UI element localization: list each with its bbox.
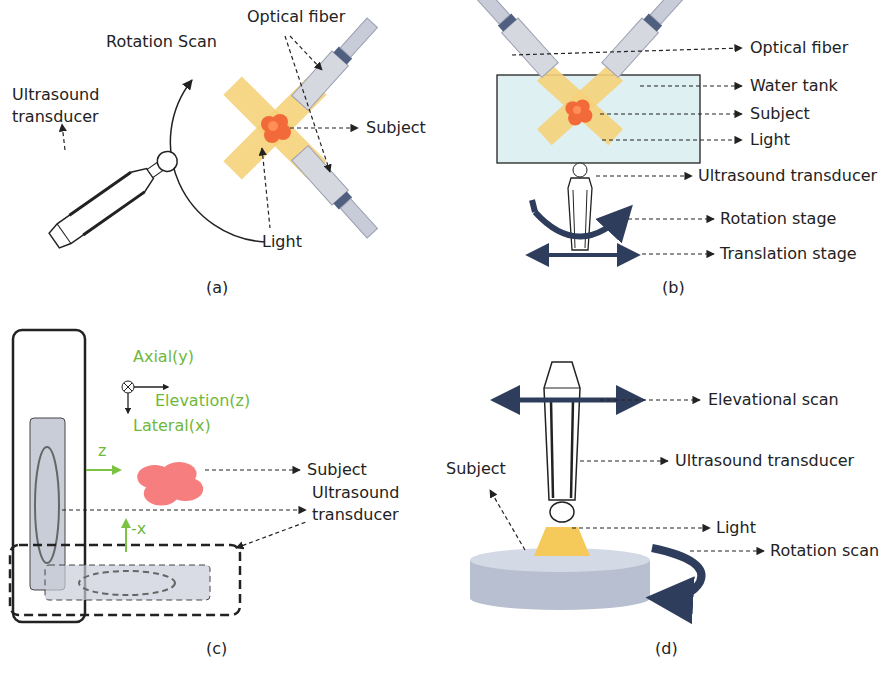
axis-label: -x <box>131 518 146 540</box>
axis-label: Axial(y) <box>133 346 194 368</box>
panel-label: (c) <box>206 638 227 660</box>
part-label: Optical fiber <box>247 6 345 28</box>
part-label: Optical fiber <box>750 37 848 59</box>
part-label: Translation stage <box>720 243 857 265</box>
axis-label: z <box>98 440 106 462</box>
part-label: Ultrasound transducer <box>12 84 122 128</box>
part-label: Ultrasound transducer <box>312 482 422 526</box>
part-label: Ultrasound transducer <box>698 165 877 187</box>
part-label: Subject <box>750 103 810 125</box>
panel-label: (b) <box>662 277 685 299</box>
axis-label: Lateral(x) <box>133 415 211 437</box>
part-label: Subject <box>307 459 367 481</box>
part-label: Light <box>262 231 302 253</box>
part-label: Ultrasound transducer <box>675 450 854 472</box>
part-label: Subject <box>446 458 506 480</box>
part-label: Elevational scan <box>708 389 839 411</box>
axis-label: Elevation(z) <box>155 390 250 412</box>
part-label: Subject <box>366 117 426 139</box>
part-label: Light <box>716 517 756 539</box>
part-label: Rotation stage <box>720 208 836 230</box>
part-label: Light <box>750 129 790 151</box>
part-label: Rotation scan <box>770 540 879 562</box>
part-label: Water tank <box>750 75 838 97</box>
panel-label: (d) <box>655 638 678 660</box>
panel-label: (a) <box>206 277 228 299</box>
scan-label: Rotation Scan <box>106 31 217 53</box>
